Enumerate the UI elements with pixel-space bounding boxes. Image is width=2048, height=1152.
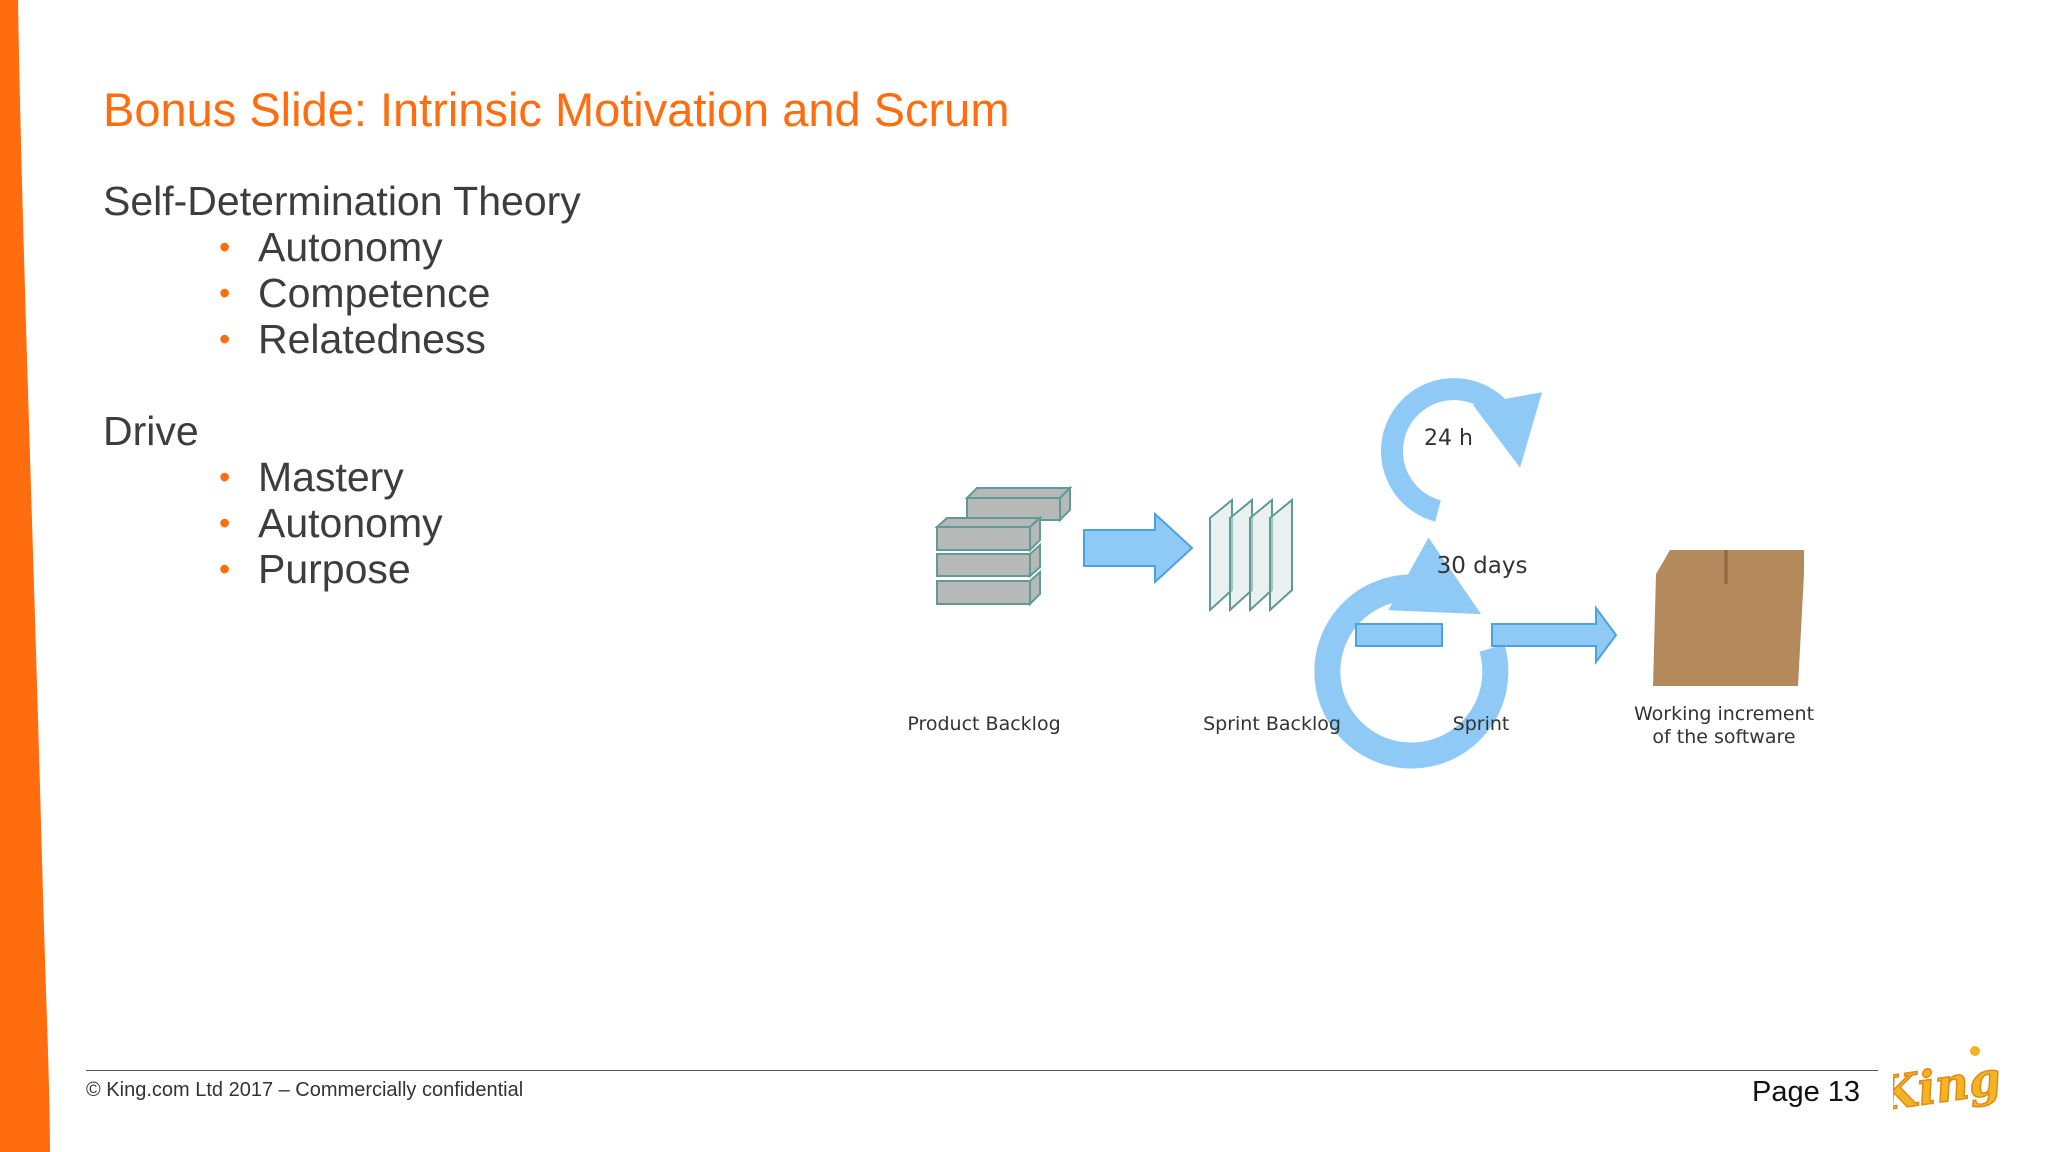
sprint-length-label: 30 days [1437, 553, 1528, 579]
bullet-text: Autonomy [258, 224, 443, 270]
bullet-item: • Competence [219, 270, 883, 316]
orange-stripe-shape [0, 0, 50, 1152]
footer-divider [86, 1070, 1878, 1071]
document-sheets-icon [1209, 497, 1293, 613]
section-self-determination: Self-Determination Theory • Autonomy • C… [103, 178, 883, 362]
bullet-dot-icon: • [219, 551, 231, 587]
bullet-dot-icon: • [219, 505, 231, 541]
document-sheet [1229, 497, 1253, 613]
sprint-cycle-arrow [1314, 537, 1509, 769]
box-face [1653, 574, 1804, 686]
bullet-item: • Mastery [219, 454, 883, 500]
daily-label: 24 h [1424, 426, 1473, 451]
section-drive: Drive • Mastery • Autonomy • Purpose [103, 408, 883, 592]
box-lid [1656, 550, 1804, 574]
section-heading: Drive [103, 408, 199, 454]
document-sheet [1249, 497, 1273, 613]
copyright-text: © King.com Ltd 2017 – Commercially confi… [86, 1079, 524, 1101]
bullet-dot-icon: • [219, 321, 231, 357]
stage-label-product-backlog: Product Backlog [907, 713, 1060, 735]
bullet-text: Relatedness [258, 316, 486, 362]
stacked-block [936, 553, 1031, 577]
bullet-text: Competence [258, 270, 491, 316]
stacked-block-side [1029, 515, 1041, 553]
bullet-text: Purpose [258, 546, 411, 592]
bullet-text: Mastery [258, 454, 404, 500]
sprint-output-arrow [1491, 604, 1618, 666]
output-label-line-2: of the software [1652, 726, 1795, 748]
bullet-list: • Autonomy • Competence • Relatedness [103, 224, 883, 362]
stacked-block-top [934, 517, 1043, 528]
bullet-item: • Purpose [219, 546, 883, 592]
bullet-dot-icon: • [219, 459, 231, 495]
stacked-block [966, 497, 1061, 521]
arrow-right-icon [1083, 511, 1194, 585]
scrum-process-diagram: 24 h 30 days Product Backlog Sprint Back… [907, 378, 1814, 769]
bullet-text: Autonomy [258, 500, 443, 546]
stage-label-sprint: Sprint [1453, 713, 1510, 735]
bullet-dot-icon: • [219, 275, 231, 311]
king-logo: King [1893, 1046, 2003, 1122]
stacked-block [936, 580, 1031, 605]
section-heading: Self-Determination Theory [103, 178, 581, 224]
bullet-item: • Autonomy [219, 500, 883, 546]
section-spacer [103, 362, 883, 408]
bullet-item: • Relatedness [219, 316, 883, 362]
output-label-line-1: Working increment [1634, 703, 1814, 725]
stacked-block-side [1059, 485, 1071, 523]
sprint-output-arrow [1355, 623, 1443, 647]
page-number: Page 13 [1752, 1076, 1861, 1108]
content-area: Self-Determination Theory • Autonomy • C… [103, 178, 883, 592]
stage-label-sprint-backlog: Sprint Backlog [1203, 713, 1341, 735]
slide-title: Bonus Slide: Intrinsic Motivation and Sc… [103, 83, 1010, 136]
stacked-block [936, 526, 1031, 551]
logo-crown-dot-icon [1970, 1046, 1980, 1056]
bullet-dot-icon: • [219, 229, 231, 265]
document-sheet [1209, 497, 1233, 613]
bullet-item: • Autonomy [219, 224, 883, 270]
stacked-block-side [1029, 569, 1041, 607]
stacked-blocks-icon [934, 485, 1073, 607]
document-sheet [1269, 497, 1293, 613]
left-brand-stripe [0, 0, 50, 1152]
box-icon [1653, 550, 1804, 686]
stacked-block-top [964, 487, 1073, 499]
bullet-list: • Mastery • Autonomy • Purpose [103, 454, 883, 592]
daily-cycle-arrow [1381, 378, 1542, 522]
logo-wordmark: King [1893, 1051, 2003, 1122]
cycle-arrow-icon [1314, 378, 1618, 769]
stacked-block-side [1029, 542, 1041, 579]
